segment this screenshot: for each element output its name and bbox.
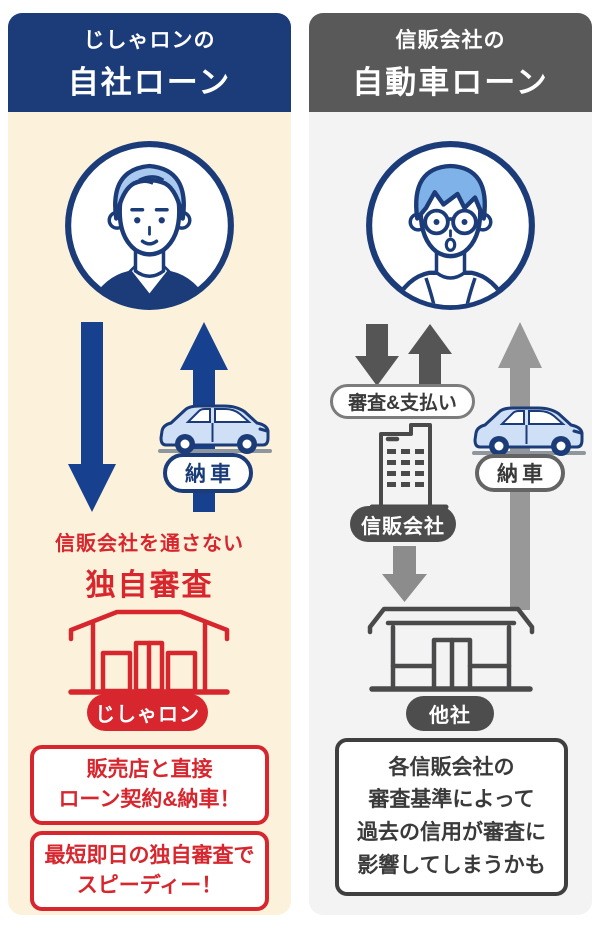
credit-loan-header-line1: 信販会社の — [395, 28, 506, 52]
note-box: 各信販会社の 審査基準によって 過去の信用が審査に 影響してしまうかも — [335, 738, 568, 896]
credit-loan-body: 審査&支払い 信販会社 — [309, 112, 592, 915]
car-icon — [154, 396, 276, 458]
own-loan-header: じしゃロンの 自社ローン — [8, 13, 291, 112]
dealer-store-icon — [68, 609, 230, 695]
man-avatar-icon — [65, 141, 234, 310]
own-loan-header-line2: 自社ローン — [67, 64, 232, 100]
down-arrow-icon — [382, 546, 427, 602]
screening-payment-badge: 審査&支払い — [330, 384, 475, 419]
credit-company-building-icon — [369, 423, 449, 510]
down-arrow-icon — [355, 324, 399, 386]
car-icon — [468, 398, 590, 460]
own-loan-column: じしゃロンの 自社ローン — [8, 13, 291, 915]
man-glasses-avatar-icon — [366, 141, 535, 310]
down-arrow-icon — [68, 322, 116, 512]
delivery-badge: 納車 — [163, 453, 253, 493]
other-store-icon — [367, 606, 535, 692]
no-credit-company-text: 信販会社を通さない 独自審査 — [55, 533, 244, 602]
delivery-badge: 納車 — [475, 454, 565, 492]
benefit-box-direct-contract: 販売店と直接 ローン契約&納車！ — [30, 745, 269, 825]
other-company-badge: 他社 — [406, 696, 494, 731]
credit-loan-header-line2: 自動車ローン — [352, 64, 549, 100]
credit-loan-header: 信販会社の 自動車ローン — [309, 13, 592, 112]
up-arrow-icon — [408, 324, 452, 386]
own-loan-header-line1: じしゃロンの — [83, 28, 216, 52]
dealer-name-badge: じしゃロン — [87, 694, 208, 731]
credit-company-badge: 信販会社 — [350, 506, 456, 542]
own-loan-body: 納車 信販会社を通さない 独自審査 — [8, 112, 291, 915]
credit-loan-column: 信販会社の 自動車ローン — [309, 13, 592, 915]
benefit-box-speedy: 最短即日の独自審査で スピーディー！ — [30, 831, 269, 911]
